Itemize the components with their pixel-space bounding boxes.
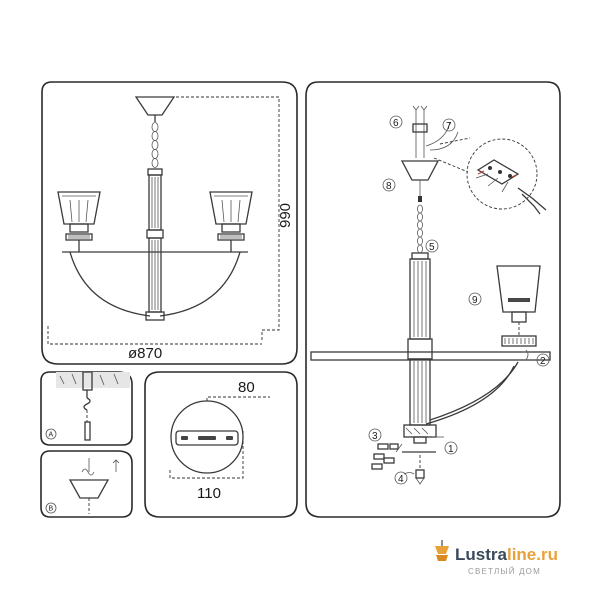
callout-8: 8 <box>386 181 392 192</box>
panel-assembly-steps: 6 7 8 <box>305 81 561 518</box>
callout-9: 9 <box>472 295 478 306</box>
supply-wires <box>412 105 459 158</box>
panel-overall-dimensions: 990 ø870 <box>41 81 298 365</box>
panel-a-ceiling-hook: A <box>40 371 133 446</box>
height-dimension-line <box>176 96 280 340</box>
right-curved-arm <box>159 251 241 317</box>
callout-4-badge <box>394 471 408 485</box>
canopy-8 <box>400 160 440 181</box>
ceiling-slab <box>56 372 130 388</box>
callout-5-badge <box>425 239 439 253</box>
plate-width-dim-line <box>206 396 270 401</box>
inset-a-label: A <box>49 432 54 439</box>
left-lamp-shade <box>57 191 101 252</box>
callout-3-badge <box>368 428 382 442</box>
callout-7: 7 <box>446 121 452 132</box>
callout-2: 2 <box>540 356 546 367</box>
terminal-block-detail <box>433 137 547 215</box>
brand-logo: Lustraline.ru СВЕТЛЫЙ ДОМ <box>435 540 558 576</box>
callout-8-badge <box>382 178 396 192</box>
brand-tagline: СВЕТЛЫЙ ДОМ <box>468 567 541 576</box>
callout-6: 6 <box>393 118 399 129</box>
assembly-crossbar <box>310 351 551 361</box>
plate-width-label: 80 <box>238 379 255 396</box>
callout-5: 5 <box>429 242 435 253</box>
inset-b-label: B <box>49 506 54 513</box>
callout-1: 1 <box>448 444 454 455</box>
height-dimension-label: 990 <box>277 203 294 228</box>
assembly-curved-arm <box>429 361 519 421</box>
brand-name-dark: Lustra <box>455 545 508 564</box>
suspension-chain <box>151 122 159 168</box>
right-lamp-shade <box>209 191 253 252</box>
assembly-column <box>403 252 437 438</box>
bottom-parts <box>371 436 444 485</box>
callout-2-badge <box>536 353 550 367</box>
central-column <box>145 168 165 321</box>
plate-height-label: 110 <box>197 485 221 502</box>
callout-4: 4 <box>398 474 404 485</box>
callout-9-badge <box>468 292 482 306</box>
inset-a-badge <box>45 428 57 440</box>
callout-6-badge <box>389 115 403 129</box>
callout-1-badge <box>444 441 458 455</box>
svg-text:Lustraline.ru: Lustraline.ru <box>455 545 558 564</box>
lamp-logo-icon <box>435 540 449 561</box>
shade-9 <box>496 265 541 347</box>
connector-parts-3 <box>371 443 403 470</box>
brand-name-accent: line.ru <box>507 545 558 564</box>
left-curved-arm <box>69 251 151 317</box>
ceiling-hook <box>83 397 91 411</box>
panel-mounting-plate: 80 110 <box>144 371 298 518</box>
mounting-bar <box>175 430 239 446</box>
chain-5 <box>417 180 423 254</box>
canopy-b <box>68 479 110 499</box>
inset-b-badge <box>45 502 57 514</box>
diameter-dimension-line <box>47 326 262 345</box>
diameter-dimension-label: ø870 <box>128 345 162 362</box>
ceiling-canopy <box>134 96 176 116</box>
panel-b-canopy-mount: B <box>40 450 133 518</box>
callout-3: 3 <box>372 431 378 442</box>
callout-7-badge <box>442 118 456 132</box>
